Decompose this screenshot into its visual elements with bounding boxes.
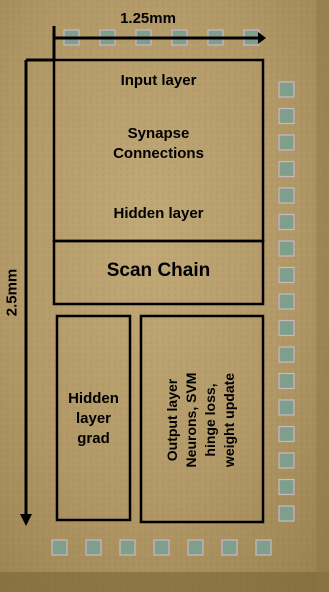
height-label: 2.5mm bbox=[4, 263, 21, 323]
bond-pad-right bbox=[279, 480, 294, 495]
die-bottom-edge bbox=[0, 572, 329, 592]
bond-pad-bottom bbox=[222, 540, 237, 555]
bond-pad-right bbox=[279, 453, 294, 468]
bond-pad-right bbox=[279, 374, 294, 389]
die-right-edge bbox=[316, 0, 329, 592]
hidden-grad-line1: Hidden bbox=[57, 389, 130, 409]
bond-pad-bottom bbox=[154, 540, 169, 555]
hidden-layer-label: Hidden layer bbox=[54, 205, 263, 222]
hidden-grad-label: Hidden layer grad bbox=[57, 389, 130, 449]
bond-pad-right bbox=[279, 268, 294, 283]
bond-pad-right bbox=[279, 109, 294, 124]
bond-pad-bottom bbox=[188, 540, 203, 555]
synapse-label-line2: Connections bbox=[54, 145, 263, 162]
bond-pad-bottom bbox=[52, 540, 67, 555]
bond-pad-right bbox=[279, 347, 294, 362]
bond-pad-bottom bbox=[120, 540, 135, 555]
bond-pad-right bbox=[279, 400, 294, 415]
bond-pad-right bbox=[279, 294, 294, 309]
bond-pad-bottom bbox=[86, 540, 101, 555]
bond-pad-right bbox=[279, 241, 294, 256]
output-line2: Neurons, SVM bbox=[183, 320, 199, 520]
bond-pad-right bbox=[279, 506, 294, 521]
width-label: 1.25mm bbox=[108, 10, 188, 27]
output-line3: hinge loss, bbox=[202, 320, 218, 520]
scan-chain-label: Scan Chain bbox=[54, 260, 263, 282]
synapse-label-line1: Synapse bbox=[54, 125, 263, 142]
output-line1: Output layer bbox=[164, 320, 180, 520]
bond-pad-right bbox=[279, 188, 294, 203]
bond-pad-right bbox=[279, 427, 294, 442]
hidden-grad-line3: grad bbox=[57, 429, 130, 449]
output-layer-text-block: Output layer Neurons, SVM hinge loss, we… bbox=[162, 320, 242, 520]
bond-pad-right bbox=[279, 321, 294, 336]
input-layer-label: Input layer bbox=[54, 72, 263, 89]
output-line4: weight update bbox=[221, 320, 237, 520]
bond-pad-right bbox=[279, 135, 294, 150]
bond-pad-right bbox=[279, 82, 294, 97]
bond-pad-bottom bbox=[256, 540, 271, 555]
bond-pad-right bbox=[279, 162, 294, 177]
bond-pad-right bbox=[279, 215, 294, 230]
hidden-grad-line2: layer bbox=[57, 409, 130, 429]
